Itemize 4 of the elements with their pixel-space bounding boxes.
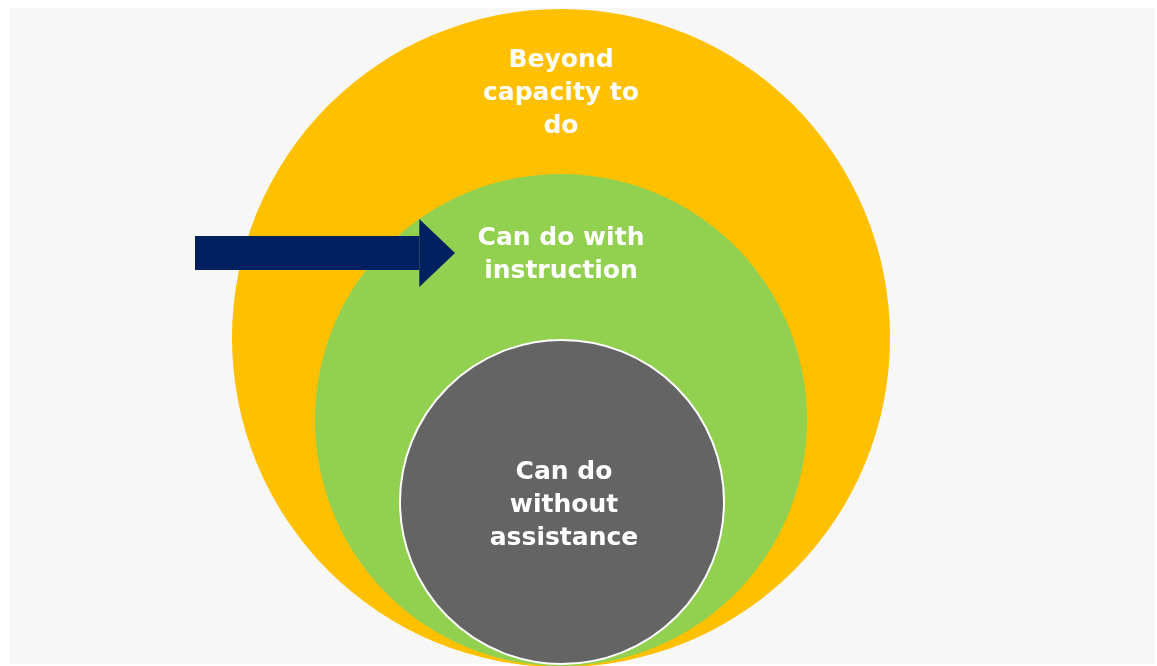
circle-label: Beyond capacity to do — [482, 43, 640, 141]
circle-label: Can do without assistance — [488, 455, 640, 553]
circle-label: Can do with instruction — [476, 221, 646, 286]
arrow — [195, 219, 455, 287]
